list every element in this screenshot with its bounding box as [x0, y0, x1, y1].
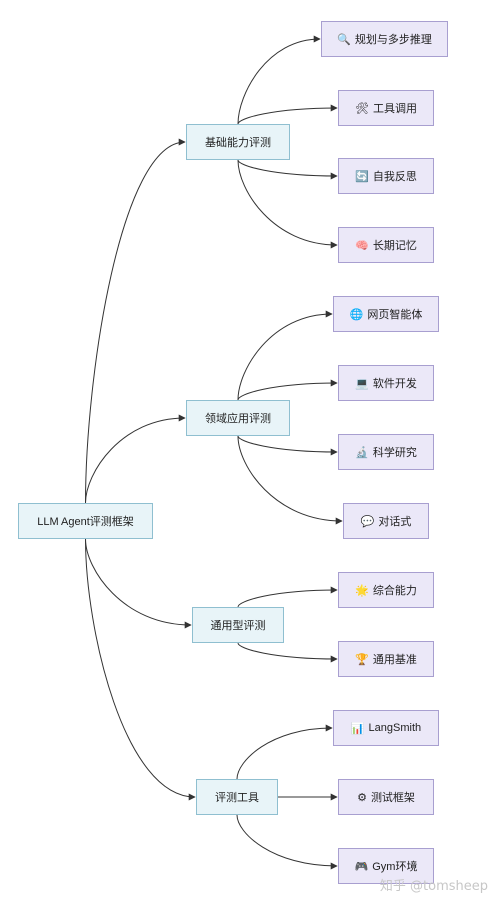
gear-icon: ⚙: [357, 791, 367, 804]
trophy-icon: 🏆: [355, 653, 369, 666]
category-to-leaf-edge: [237, 310, 333, 401]
leaf-label: 长期记忆: [372, 240, 417, 252]
leaf-label: 测试框架: [370, 792, 415, 804]
category-node-basic: 基础能力评测: [186, 124, 290, 160]
speech-bubble-icon: 💬: [360, 515, 375, 528]
leaf-node: 🧠 长期记忆: [338, 227, 434, 263]
refresh-icon: 🔄: [355, 170, 369, 183]
category-to-leaf-edge: [237, 159, 338, 180]
globe-icon: 🌐: [349, 308, 364, 321]
tools-icon: 🛠: [355, 102, 369, 115]
gamepad-icon: 🎮: [354, 860, 369, 873]
leaf-label: 软件开发: [372, 378, 417, 390]
leaf-label: 对话式: [378, 516, 412, 528]
leaf-label: 自我反思: [372, 171, 417, 183]
category-to-leaf-edge: [237, 586, 338, 608]
leaf-label: 通用基准: [372, 654, 417, 666]
leaf-label: LangSmith: [368, 722, 422, 734]
leaf-label: 网页智能体: [367, 309, 423, 321]
leaf-label: 规划与多步推理: [354, 34, 432, 46]
category-to-leaf-edge: [237, 642, 338, 663]
category-to-leaf-edge: [237, 159, 338, 249]
leaf-node: ⚙ 测试框架: [338, 779, 434, 815]
laptop-icon: 💻: [355, 377, 369, 390]
category-node-domain: 领域应用评测: [186, 400, 290, 436]
leaf-node: 🔬 科学研究: [338, 434, 434, 470]
bar-chart-icon: 📊: [350, 722, 365, 735]
leaf-node: 🎮 Gym环境: [338, 848, 434, 884]
category-label: 评测工具: [215, 792, 259, 804]
root-node: LLM Agent评测框架: [18, 503, 153, 539]
category-to-leaf-edge: [236, 814, 338, 870]
root-to-category-edge: [85, 138, 186, 504]
category-label: 通用型评测: [210, 620, 266, 632]
leaf-node: 💻 软件开发: [338, 365, 434, 401]
category-to-leaf-edge: [237, 35, 321, 125]
microscope-icon: 🔬: [355, 446, 369, 459]
category-to-leaf-edge: [237, 379, 338, 401]
root-label: LLM Agent评测框架: [37, 516, 134, 528]
leaf-node: 🏆 通用基准: [338, 641, 434, 677]
root-to-category-edge: [85, 538, 196, 801]
category-to-leaf-edge: [236, 724, 333, 780]
leaf-node: 🛠 工具调用: [338, 90, 434, 126]
category-to-leaf-edge: [237, 435, 343, 525]
leaf-label: 科学研究: [372, 447, 417, 459]
category-label: 基础能力评测: [205, 137, 271, 149]
category-node-general: 通用型评测: [192, 607, 284, 643]
star-icon: 🌟: [355, 584, 369, 597]
leaf-label: 工具调用: [372, 103, 417, 115]
root-to-category-edge: [85, 538, 192, 629]
leaf-label: Gym环境: [372, 861, 418, 873]
category-to-leaf-edge: [237, 435, 338, 456]
leaf-node: 🌐 网页智能体: [333, 296, 439, 332]
watermark-text: 知乎 @tomsheep: [379, 879, 488, 894]
category-to-leaf-edge: [237, 104, 338, 125]
brain-icon: 🧠: [355, 239, 369, 252]
root-to-category-edge: [85, 414, 186, 504]
leaf-label: 综合能力: [372, 585, 417, 597]
magnifier-icon: 🔍: [337, 33, 351, 46]
leaf-node: 🔄 自我反思: [338, 158, 434, 194]
category-node-tools: 评测工具: [196, 779, 278, 815]
leaf-node: 🔍 规划与多步推理: [321, 21, 448, 57]
leaf-node: 💬 对话式: [343, 503, 429, 539]
leaf-node: 📊 LangSmith: [333, 710, 439, 746]
category-label: 领域应用评测: [205, 413, 271, 425]
leaf-node: 🌟 综合能力: [338, 572, 434, 608]
